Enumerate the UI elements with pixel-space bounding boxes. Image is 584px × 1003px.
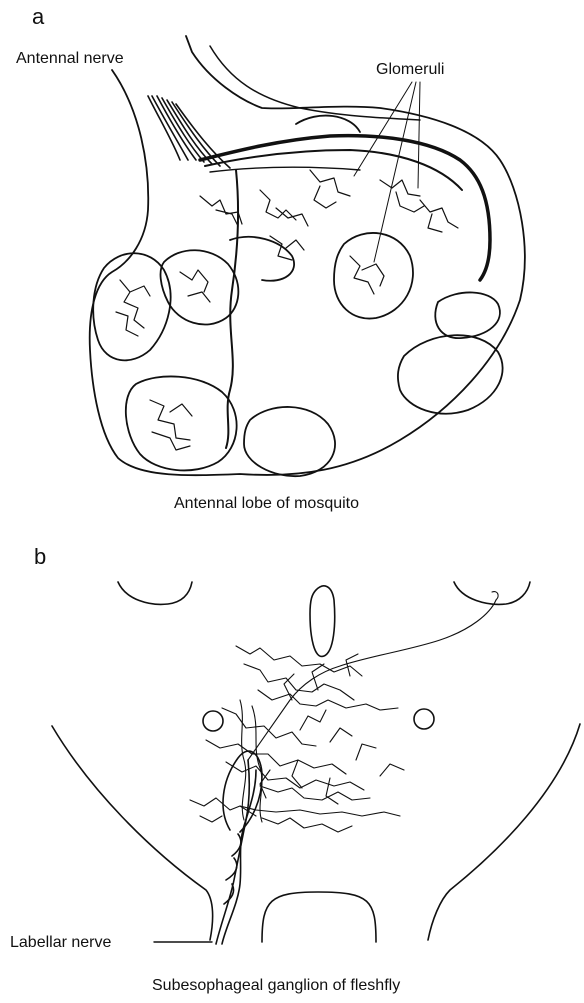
dendrite-arborization: [116, 170, 458, 450]
bottom-arc: [262, 892, 376, 942]
antennal-lobe-drawing: [90, 36, 525, 476]
right-contour: [428, 724, 580, 940]
left-contour: [52, 726, 213, 940]
neuron-arborization: [190, 592, 498, 832]
left-small-circle: [203, 711, 223, 731]
top-left-arc: [118, 582, 192, 604]
top-right-arc: [454, 582, 530, 604]
subesophageal-ganglion-drawing: [52, 582, 580, 944]
central-oval: [310, 586, 335, 657]
right-small-circle: [414, 709, 434, 729]
glomeruli: [93, 116, 502, 477]
labellar-nerve-fibers: [216, 751, 262, 944]
